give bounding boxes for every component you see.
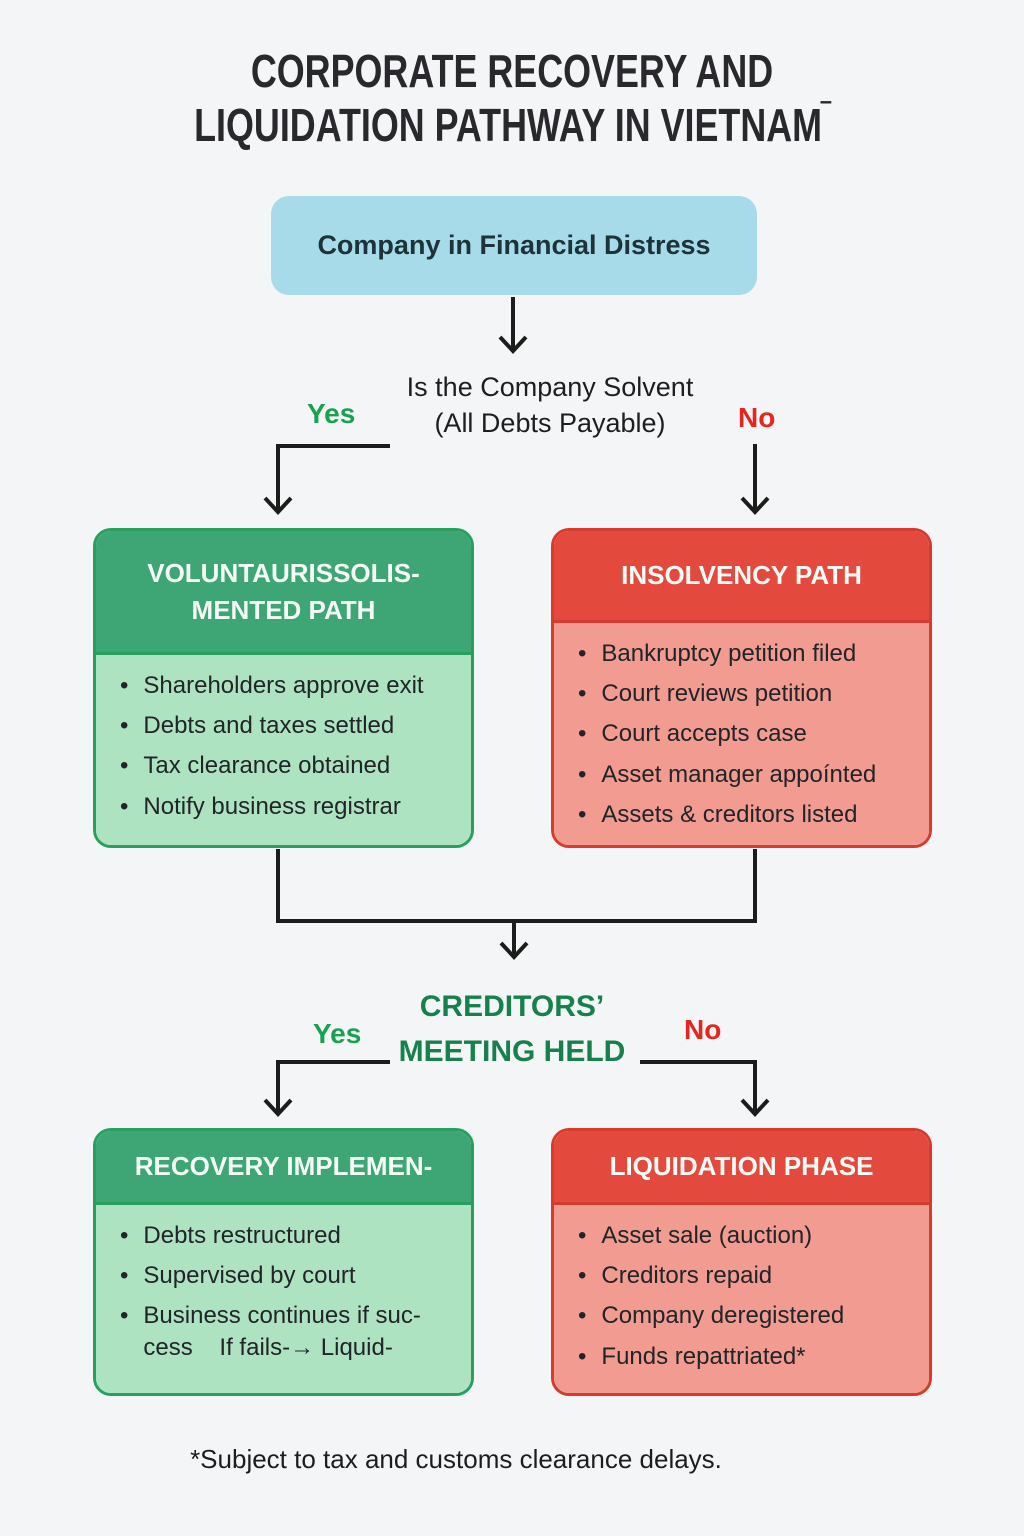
list-item: • Notify business registrar	[120, 791, 457, 822]
recovery-implementation-box: RECOVERY IMPLEMEN- • Debts restructured •…	[93, 1128, 474, 1396]
list-item-text: Creditors repaid	[601, 1262, 773, 1290]
list-item: • Funds repattriated*	[578, 1341, 915, 1372]
list-item-text: Company deregistered	[601, 1302, 845, 1330]
list-item: • Company deregistered	[578, 1300, 915, 1331]
list-item-text: Shareholders approve exit	[143, 672, 424, 699]
list-item-text: Assets & creditors listed	[601, 800, 858, 828]
bullet-icon: •	[578, 680, 587, 708]
list-item: • Asset manager appoínted	[578, 759, 915, 790]
decision-creditors-meeting: CREDITORS’ MEETING HELD	[398, 990, 626, 1068]
insolvency-path-header: INSOLVENCY PATH	[554, 531, 929, 620]
bullet-icon: •	[578, 1342, 587, 1370]
bullet-icon: •	[120, 752, 129, 780]
bullet-icon: •	[120, 1222, 129, 1249]
arrow-no-to-insolvency	[740, 444, 770, 515]
insolvency-path-box: INSOLVENCY PATH • Bankruptcy petition fil…	[551, 528, 932, 848]
insolvency-path-list: • Bankruptcy petition filed • Court review…	[578, 638, 915, 830]
voluntary-dissolution-list: • Shareholders approve exit • Debts and ta…	[120, 670, 457, 822]
list-item-text: Court reviews petition	[601, 680, 833, 708]
voluntary-dissolution-body: • Shareholders approve exit • Debts and ta…	[96, 652, 471, 845]
start-node: Company in Financial Distress	[271, 196, 757, 295]
list-item: • Creditors repaid	[578, 1260, 915, 1291]
liquidation-phase-body: •Asset sale (auction) •Creditors repaid …	[554, 1202, 929, 1393]
list-item-text: Debts restructured	[143, 1222, 341, 1249]
bullet-icon: •	[578, 760, 587, 788]
bullet-icon: •	[120, 712, 129, 740]
list-item: • Tax clearance obtained	[120, 750, 457, 781]
list-item: • Asset sale (auction)	[578, 1220, 915, 1251]
start-node-label: Company in Financial Distress	[317, 230, 711, 260]
insolvency-path-body: • Bankruptcy petition filed • Court review…	[554, 620, 929, 845]
label-yes-creditors: Yes	[313, 1018, 362, 1049]
bullet-icon: •	[578, 640, 587, 667]
liquidation-phase-box: LIQUIDATION PHASE •Asset sale (auction) …	[551, 1128, 932, 1396]
list-item: • Debts restructured	[120, 1220, 457, 1251]
list-item: • Business continues if suc- cess If fail…	[120, 1300, 457, 1362]
decision-solvency-line2: (All Debts Payable)	[434, 407, 666, 438]
decision-solvency: Is the Company Solvent (All Debts Payabl…	[210, 370, 890, 441]
list-item-text: Business continues if suc- cess If fails…	[143, 1302, 421, 1361]
bullet-icon: •	[120, 792, 129, 820]
label-no-solvency: No	[738, 402, 776, 433]
label-no-creditors: No	[684, 1014, 722, 1045]
list-item: • Debts and taxes settled	[120, 710, 457, 741]
bullet-icon: •	[120, 672, 129, 699]
bullet-icon: •	[120, 1262, 129, 1290]
arrow-start-to-decision	[498, 297, 528, 354]
bullet-icon: •	[578, 1262, 587, 1290]
list-item: • Court accepts case	[578, 718, 915, 749]
list-item-text: Supervised by court	[143, 1262, 356, 1290]
footnote: *Subject to tax and customs clearance de…	[190, 1444, 722, 1474]
title-mark: ‾	[822, 98, 830, 132]
list-item: • Shareholders approve exit	[120, 670, 457, 701]
voluntary-dissolution-header: VOLUNTAURISSOLIS-MENTED PATH	[96, 531, 471, 652]
list-item-text: Notify business registrar	[143, 792, 401, 820]
bullet-icon: •	[578, 800, 587, 828]
list-item-text: Asset manager appoínted	[601, 760, 877, 788]
list-item-text: Funds repattriated*	[601, 1342, 806, 1370]
list-item: • Assets & creditors listed	[578, 799, 915, 830]
list-item-text: Bankruptcy petition filed	[601, 640, 857, 667]
connector-merge-to-creditors	[276, 849, 757, 960]
page-title-text: CORPORATE RECOVERY AND LIQUIDATION PATHW…	[194, 45, 823, 152]
bullet-icon: •	[120, 1302, 129, 1330]
bullet-icon: •	[578, 1302, 587, 1330]
page-title: CORPORATE RECOVERY AND LIQUIDATION PATHW…	[113, 44, 912, 153]
recovery-implementation-body: • Debts restructured • Supervised by court…	[96, 1202, 471, 1393]
list-item: • Court reviews petition	[578, 678, 915, 709]
liquidation-phase-header: LIQUIDATION PHASE	[554, 1131, 929, 1202]
voluntary-dissolution-box: VOLUNTAURISSOLIS-MENTED PATH • Shareholde…	[93, 528, 474, 848]
label-yes-solvency: Yes	[307, 398, 356, 429]
list-item-text: Debts and taxes settled	[143, 712, 395, 740]
arrow-yes-to-voluntary	[263, 444, 390, 515]
list-item-text: Tax clearance obtained	[143, 752, 391, 780]
liquidation-phase-list: •Asset sale (auction) •Creditors repaid …	[578, 1220, 915, 1372]
decision-solvency-line1: Is the Company Solvent	[406, 372, 694, 402]
bullet-icon: •	[578, 1222, 587, 1249]
list-item: • Supervised by court	[120, 1260, 457, 1291]
recovery-implementation-list: • Debts restructured • Supervised by court…	[120, 1220, 457, 1363]
recovery-implementation-header: RECOVERY IMPLEMEN-	[96, 1131, 471, 1202]
list-item-text: Asset sale (auction)	[601, 1222, 813, 1249]
list-item: • Bankruptcy petition filed	[578, 638, 915, 669]
list-item-text: Court accepts case	[601, 720, 807, 748]
bullet-icon: •	[578, 720, 587, 748]
